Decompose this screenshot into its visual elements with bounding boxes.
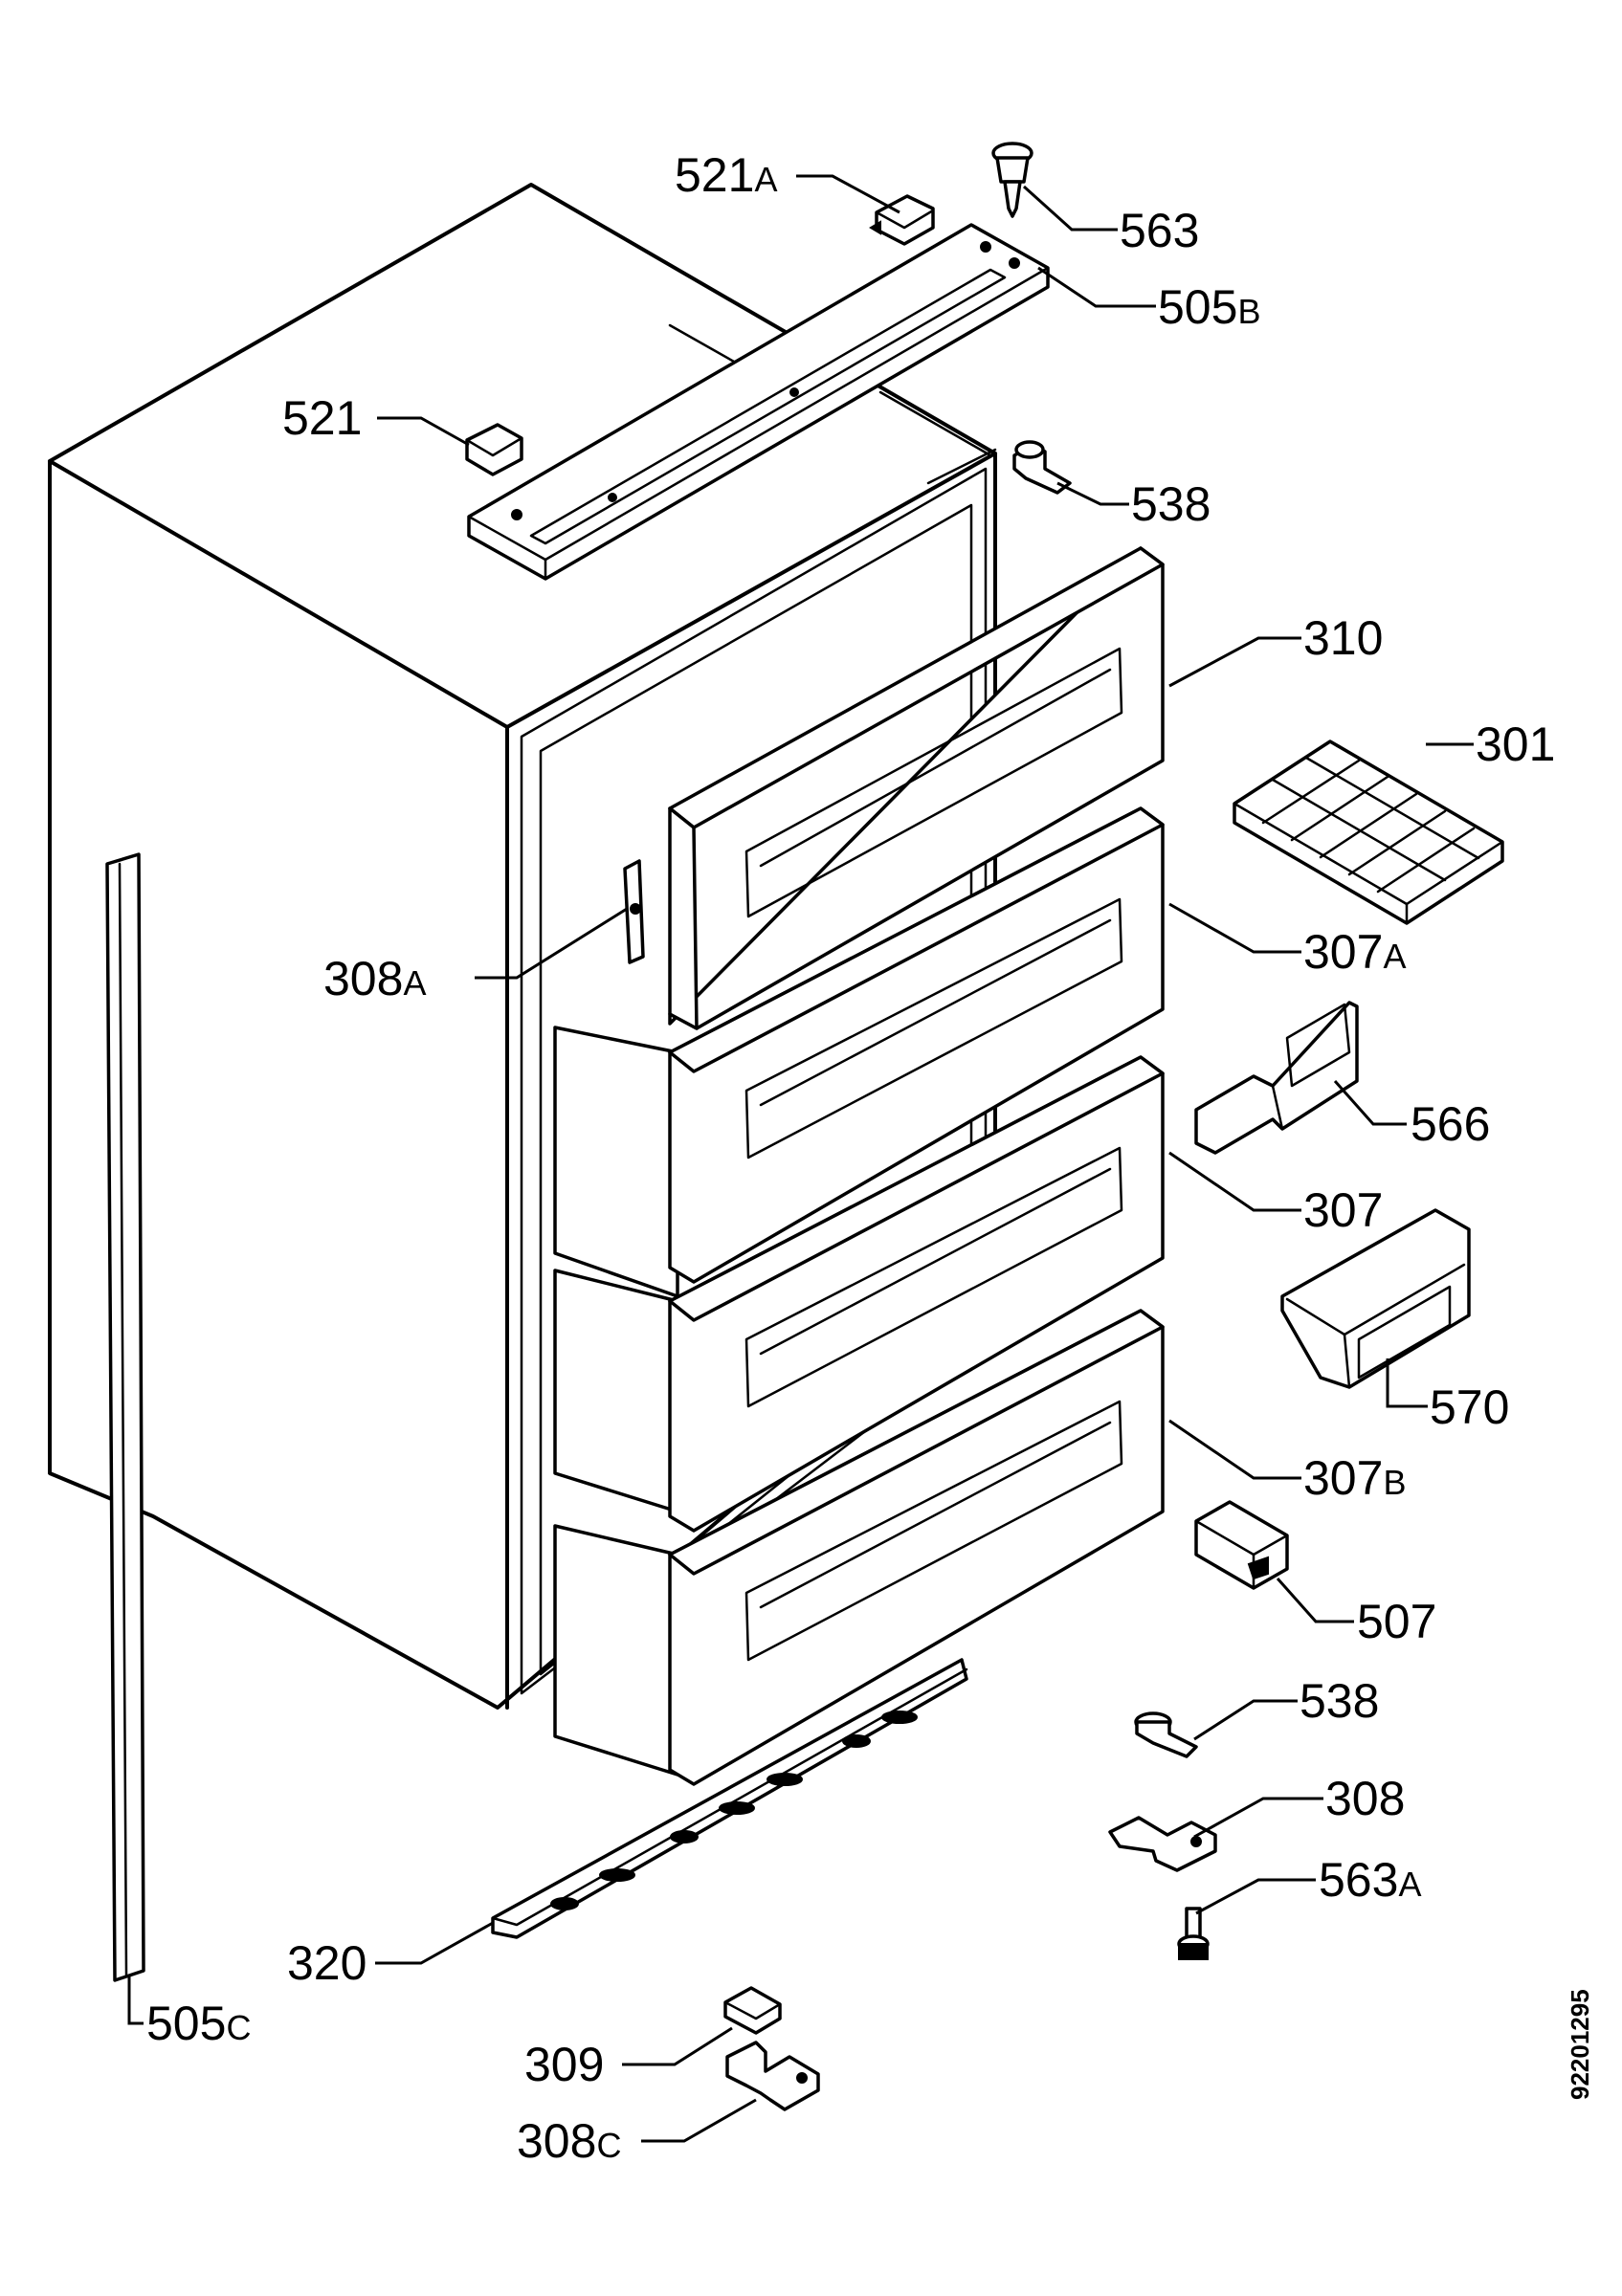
callout-308c: 308C xyxy=(517,2114,621,2168)
callout-507: 507 xyxy=(1357,1595,1436,1648)
freezer-flap-310 xyxy=(668,546,1165,1030)
hinge-308a xyxy=(623,859,645,964)
callout-521: 521 xyxy=(282,391,362,445)
hinge-cover-507 xyxy=(1194,1500,1289,1590)
top-mounting-rail xyxy=(467,223,1050,581)
clip-521 xyxy=(465,423,523,476)
callout-307b: 307B xyxy=(1303,1451,1406,1505)
leader-lines xyxy=(127,174,1474,2143)
lower-hinge-308 xyxy=(1108,1816,1217,1872)
callout-505b: 505B xyxy=(1158,280,1260,334)
callout-538-top: 538 xyxy=(1131,477,1211,531)
hinge-cap-538-bottom xyxy=(1134,1711,1198,1758)
screw-563a xyxy=(1177,1907,1210,1960)
callout-538-bottom: 538 xyxy=(1300,1674,1379,1728)
screw-563 xyxy=(991,142,1033,218)
drawer-307a xyxy=(553,806,1165,1298)
hinge-308c xyxy=(725,2041,820,2111)
callout-310: 310 xyxy=(1303,611,1383,665)
callout-521a: 521A xyxy=(675,148,777,202)
bottom-rail-320 xyxy=(491,1658,968,1939)
hinge-cap-538-top xyxy=(1012,440,1072,495)
callout-566: 566 xyxy=(1411,1097,1490,1151)
callout-307: 307 xyxy=(1303,1183,1383,1237)
storage-box-570 xyxy=(1280,1208,1471,1389)
callout-563: 563 xyxy=(1120,204,1199,257)
drawer-307 xyxy=(553,1055,1165,1533)
callout-570: 570 xyxy=(1430,1380,1509,1434)
callout-labels: 521A 563 505B 521 538 310 301 308A 307A … xyxy=(146,148,1594,2168)
callout-301: 301 xyxy=(1476,718,1555,771)
ice-tray-301 xyxy=(1233,740,1504,925)
callout-309: 309 xyxy=(524,2038,604,2091)
callout-563a: 563A xyxy=(1319,1853,1421,1907)
callout-320: 320 xyxy=(287,1936,367,1990)
callout-308a: 308A xyxy=(323,952,426,1005)
callout-308: 308 xyxy=(1325,1772,1405,1825)
drawing-number: 92201295 xyxy=(1566,1989,1594,2100)
door-seal-505c xyxy=(105,852,145,1982)
callout-505c: 505C xyxy=(146,1997,251,2050)
callout-307a: 307A xyxy=(1303,925,1406,979)
ice-scraper-566 xyxy=(1194,1001,1359,1155)
drawer-307b xyxy=(553,1309,1165,1786)
cap-309 xyxy=(723,1986,782,2035)
